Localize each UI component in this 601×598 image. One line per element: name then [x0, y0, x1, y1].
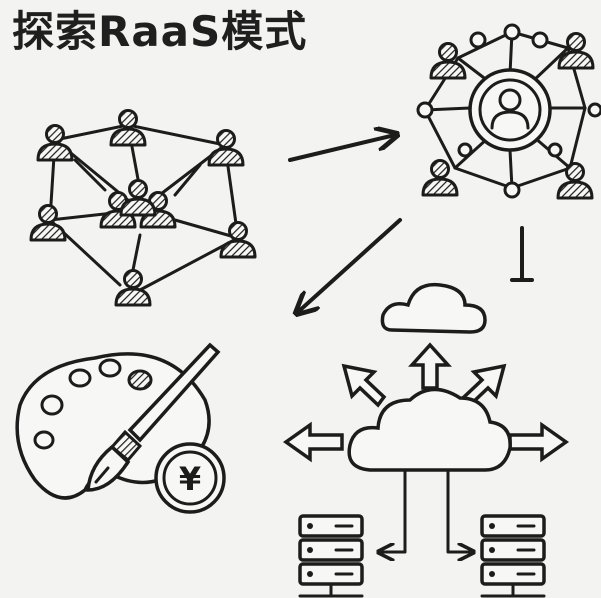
palette-brush-icon	[15, 342, 221, 500]
cloud-distribution-icon	[282, 282, 570, 552]
platform-hub-icon	[416, 23, 601, 200]
people-network-icon	[29, 109, 257, 307]
connector-line	[510, 226, 534, 282]
page-title: 探索RaaS模式	[12, 7, 308, 56]
yen-symbol: ¥	[179, 460, 201, 498]
server-icon	[298, 514, 364, 598]
arrow-down-left-icon	[298, 218, 402, 312]
arrow-right-icon	[288, 135, 395, 162]
server-icon	[480, 514, 546, 598]
yen-coin-icon: ¥	[154, 442, 226, 514]
